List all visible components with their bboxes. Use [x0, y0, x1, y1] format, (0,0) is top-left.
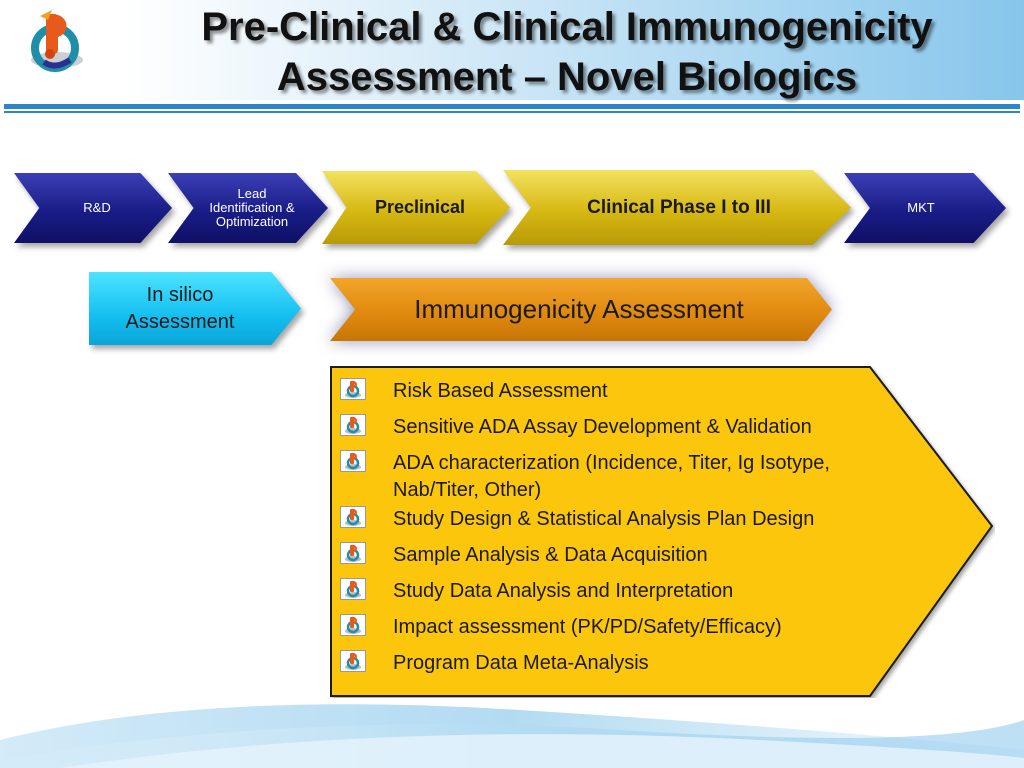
logo-bullet-icon: [340, 378, 366, 400]
title-line-2: Assessment – Novel Biologics: [276, 55, 858, 99]
phase-lead-identification-label: Lead Identification & Optimization: [209, 186, 295, 229]
list-item: Study Design & Statistical Analysis Plan…: [340, 504, 900, 540]
list-item: Risk Based Assessment: [340, 376, 900, 412]
logo-area: [0, 0, 108, 84]
phase-preclinical: Preclinical: [322, 171, 510, 244]
logo-bullet-icon: [340, 506, 366, 528]
company-logo-icon: [31, 10, 83, 72]
activity-label: Program Data Meta-Analysis: [393, 652, 649, 674]
page-title: Pre-Clinical & Clinical Immunogenicity A…: [110, 0, 1024, 104]
logo-bullet-icon: [340, 578, 366, 600]
title-rule-thin: [4, 111, 1020, 113]
phase-rd-label: R&D: [83, 200, 111, 215]
activity-label: ADA characterization (Incidence, Titer, …: [393, 452, 830, 501]
phase-rd: R&D: [14, 173, 172, 243]
logo-bullet-icon: [340, 450, 366, 472]
list-item: ADA characterization (Incidence, Titer, …: [340, 448, 900, 504]
in-silico-line-2: Assessment: [125, 310, 235, 333]
activity-label: Study Data Analysis and Interpretation: [393, 580, 734, 602]
logo-bullet-icon: [340, 650, 366, 672]
list-item: Sensitive ADA Assay Development & Valida…: [340, 412, 900, 448]
activity-label: Impact assessment (PK/PD/Safety/Efficacy…: [393, 616, 782, 638]
activity-label: Sample Analysis & Data Acquisition: [393, 544, 708, 566]
title-line-1: Pre-Clinical & Clinical Immunogenicity: [201, 5, 933, 49]
phase-mkt: MKT: [844, 173, 1006, 243]
phase-preclinical-label: Preclinical: [374, 197, 466, 217]
activities-panel: [330, 366, 994, 697]
in-silico-assessment: In silico Assessment: [89, 272, 301, 345]
phase-mkt-label: MKT: [907, 200, 935, 215]
footer-swoosh: [0, 704, 1024, 768]
activity-label: Sensitive ADA Assay Development & Valida…: [393, 416, 812, 438]
logo-bullet-icon: [340, 614, 366, 636]
phase-clinical: Clinical Phase I to III: [503, 170, 851, 245]
list-item: Program Data Meta-Analysis: [340, 648, 900, 684]
list-item: Impact assessment (PK/PD/Safety/Efficacy…: [340, 612, 900, 648]
in-silico-line-1: In silico: [146, 283, 214, 306]
header-background: [0, 0, 1024, 100]
activities-list: Risk Based Assessment Sensitive ADA Assa…: [340, 376, 900, 684]
list-item: Sample Analysis & Data Acquisition: [340, 540, 900, 576]
activity-label: Risk Based Assessment: [393, 380, 608, 402]
activity-label: Study Design & Statistical Analysis Plan…: [393, 508, 815, 530]
logo-bullet-icon: [340, 414, 366, 436]
immunogenicity-assessment: Immunogenicity Assessment: [330, 278, 832, 341]
phase-clinical-label: Clinical Phase I to III: [587, 196, 771, 218]
immunogenicity-assessment-label: Immunogenicity Assessment: [414, 294, 744, 324]
list-item: Study Data Analysis and Interpretation: [340, 576, 900, 612]
phase-lead-identification: Lead Identification & Optimization: [168, 173, 328, 243]
logo-bullet-icon: [340, 542, 366, 564]
title-rule: [4, 104, 1020, 109]
